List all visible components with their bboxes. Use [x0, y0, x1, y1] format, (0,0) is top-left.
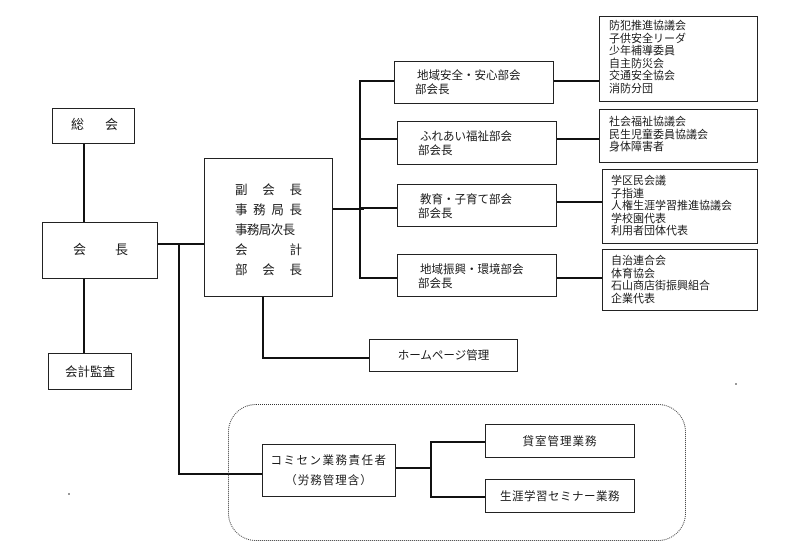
member-item: 人権生涯学習推進協議会 [611, 199, 732, 212]
members-box-welfare: 社会福祉協議会 民生児童委員協議会 身体障害者 [599, 109, 758, 163]
department-box-safety[interactable]: 地域安全・安心部会 部会長 [394, 61, 554, 104]
connector-dept-4 [359, 277, 397, 279]
member-item: 交通安全協会 [609, 69, 675, 82]
member-item: 自主防災会 [609, 56, 664, 70]
member-item: 身体障害者 [609, 140, 664, 153]
connector-dept-1 [359, 80, 394, 82]
member-item: 利用者団体代表 [611, 224, 688, 237]
exec-row-secretary-general: 事務局長 [235, 202, 302, 217]
member-list: 自治連合会 体育協会 石山商店街振興組合 企業代表 [611, 254, 710, 305]
member-item: 民生児童委員協議会 [609, 127, 708, 141]
connector-trunk-community [178, 473, 262, 475]
scan-speck [735, 383, 737, 385]
general-assembly-box[interactable]: 総 会 [52, 108, 135, 144]
member-item: 学校園代表 [611, 211, 666, 225]
manager-title: コミセン業務責任者 [270, 453, 388, 467]
exec-row-treasurer: 会計 [235, 242, 302, 257]
community-center-manager-box[interactable]: コミセン業務責任者 （労務管理含） [262, 444, 396, 497]
connector-members-1 [553, 80, 600, 82]
homepage-management-box[interactable]: ホームページ管理 [369, 339, 518, 372]
member-list: 防犯推進協議会 子供安全リーダ 少年補導委員 自主防災会 交通安全協会 消防分団 [609, 19, 686, 95]
exec-row-department-heads: 部会長 [235, 262, 302, 277]
member-item: 企業代表 [611, 291, 655, 305]
connector-members-2 [555, 138, 600, 140]
connector-homepage [262, 357, 369, 359]
member-item: 社会福祉協議会 [609, 115, 686, 128]
connector-executives-departments [332, 208, 364, 210]
member-list: 学区民会議 子指連 人権生涯学習推進協議会 学校園代表 利用者団体代表 [611, 174, 732, 238]
president-label-a: 会 [73, 243, 87, 258]
auditor-box[interactable]: 会計監査 [48, 353, 132, 390]
connector-dept-3 [359, 207, 397, 209]
department-role: 部会長 [418, 206, 453, 220]
connector-president-trunk [178, 243, 180, 474]
connector-tasks-trunk [430, 441, 432, 497]
manager-subtitle: （労務管理含） [285, 473, 373, 487]
members-box-education: 学区民会議 子指連 人権生涯学習推進協議会 学校園代表 利用者団体代表 [602, 169, 758, 244]
connector-president-executives [156, 243, 204, 245]
connector-president-auditor [83, 278, 85, 354]
connector-members-4 [555, 277, 603, 279]
president-box[interactable]: 会 長 [42, 222, 158, 279]
task-box-lifelong-learning[interactable]: 生涯学習セミナー業務 [485, 479, 635, 513]
members-box-development: 自治連合会 体育協会 石山商店街振興組合 企業代表 [602, 249, 758, 311]
member-item: 防犯推進協議会 [609, 19, 686, 32]
members-box-safety: 防犯推進協議会 子供安全リーダ 少年補導委員 自主防災会 交通安全協会 消防分団 [599, 16, 758, 102]
department-name: 地域振興・環境部会 [420, 262, 524, 276]
exec-row-vice-president: 副会長 [235, 182, 302, 197]
department-role: 部会長 [418, 143, 453, 157]
homepage-management-label: ホームページ管理 [397, 348, 490, 362]
connector-dept-2 [359, 138, 397, 140]
task-label: 貸室管理業務 [522, 433, 598, 448]
member-item: 子供安全リーダ [609, 31, 686, 45]
connector-department-trunk [359, 80, 361, 278]
department-role: 部会長 [415, 82, 450, 96]
member-item: 消防分団 [609, 81, 653, 95]
department-box-development[interactable]: 地域振興・環境部会 部会長 [397, 254, 557, 297]
task-label: 生涯学習セミナー業務 [500, 488, 620, 503]
auditor-label: 会計監査 [64, 364, 115, 379]
member-item: 学区民会議 [611, 174, 666, 187]
general-assembly-label-b: 会 [104, 118, 118, 133]
member-item: 自治連合会 [611, 254, 666, 267]
department-name: 教育・子育て部会 [420, 192, 512, 206]
connector-task-2 [430, 496, 486, 498]
executives-box[interactable]: 副会長 事務局長 事務局次長 会計 部会長 [204, 158, 333, 297]
connector-executives-homepage [262, 296, 264, 358]
department-role: 部会長 [418, 276, 453, 290]
scan-speck [68, 493, 70, 495]
general-assembly-label-a: 総 [71, 118, 85, 133]
department-name: ふれあい福祉部会 [420, 129, 512, 143]
member-item: 少年補導委員 [609, 44, 675, 57]
connector-task-1 [430, 441, 486, 443]
connector-manager-tasks [395, 467, 431, 469]
member-item: 子指連 [611, 186, 644, 200]
task-box-room-rental[interactable]: 貸室管理業務 [485, 424, 635, 458]
community-center-group [228, 404, 686, 541]
member-item: 体育協会 [611, 266, 655, 280]
department-name: 地域安全・安心部会 [417, 68, 521, 82]
exec-row-deputy-secretary: 事務局次長 [235, 222, 295, 237]
member-list: 社会福祉協議会 民生児童委員協議会 身体障害者 [609, 115, 708, 154]
member-item: 石山商店街振興組合 [611, 279, 710, 292]
department-box-welfare[interactable]: ふれあい福祉部会 部会長 [397, 121, 557, 165]
connector-members-3 [555, 201, 603, 203]
connector-assembly-president [83, 143, 85, 223]
president-label-b: 長 [114, 243, 128, 258]
department-box-education[interactable]: 教育・子育て部会 部会長 [397, 184, 557, 227]
